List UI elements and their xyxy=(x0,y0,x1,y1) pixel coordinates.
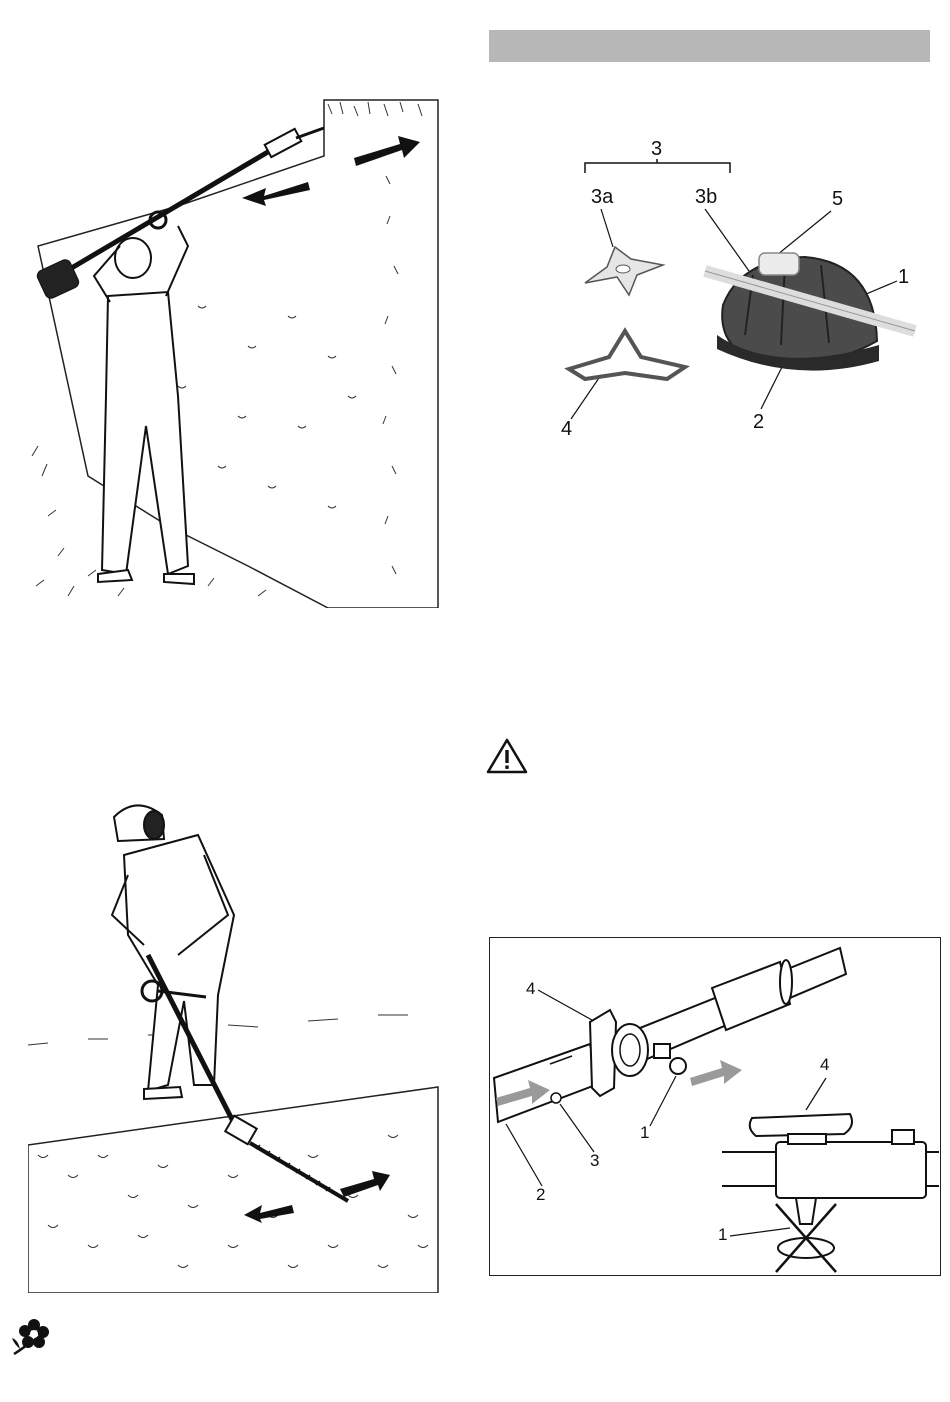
figure-overhead-trimming xyxy=(28,96,440,608)
label-detail-4: 4 xyxy=(820,1055,829,1074)
warning-triangle-icon xyxy=(486,737,528,775)
figure-low-trimming xyxy=(28,795,448,1293)
label-1: 1 xyxy=(898,266,909,288)
label-hole-3: 3 xyxy=(590,1151,599,1170)
label-5: 5 xyxy=(832,188,843,210)
label-3a: 3a xyxy=(591,186,614,208)
figure-shaft-coupling: 4 1 3 2 4 1 xyxy=(489,937,941,1276)
label-3: 3 xyxy=(651,138,662,160)
label-tube-2: 2 xyxy=(536,1185,545,1204)
label-knob-4: 4 xyxy=(526,979,535,998)
label-detail-1: 1 xyxy=(718,1225,727,1244)
label-2: 2 xyxy=(753,411,764,433)
section-header-bar xyxy=(489,30,930,62)
label-pin-1: 1 xyxy=(640,1123,649,1142)
label-4: 4 xyxy=(561,418,572,440)
figure-blade-parts: 3 3a 3b 5 1 2 4 xyxy=(545,135,920,445)
label-3b: 3b xyxy=(695,186,717,208)
flower-icon xyxy=(10,1316,50,1356)
